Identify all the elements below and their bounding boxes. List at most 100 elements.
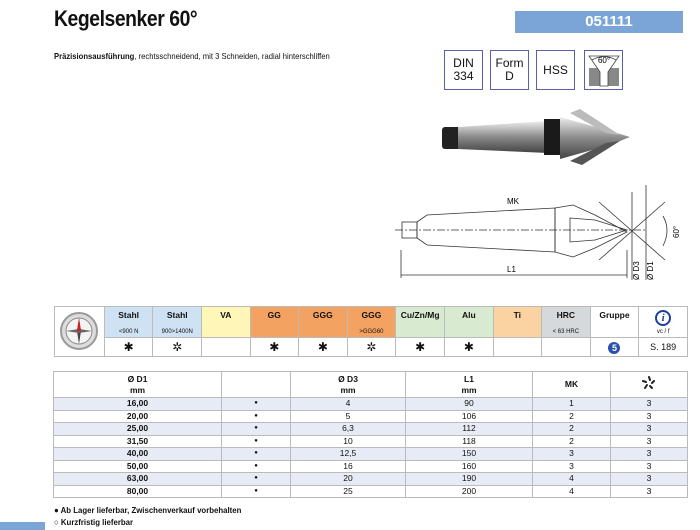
table-cell: 3 — [610, 397, 688, 411]
countersink-angle-icon: 60° — [584, 50, 623, 90]
badge-line: Form — [495, 56, 524, 70]
material-label: Gruppe — [599, 310, 630, 320]
mk-label: MK — [507, 197, 520, 206]
table-cell: 4 — [290, 397, 406, 411]
header-stock — [221, 371, 291, 398]
material-rating: ✲ — [346, 337, 397, 357]
table-cell: ● — [221, 422, 291, 436]
material-rating: ✲ — [152, 337, 203, 357]
material-label: Stahl — [166, 310, 188, 320]
material-label: HRC — [556, 310, 576, 320]
material-sub: <900 N — [118, 329, 139, 335]
table-cell: 3 — [610, 447, 688, 461]
material-header-3: GG — [249, 306, 300, 338]
table-cell: ● — [221, 459, 291, 473]
angle-label: 60° — [597, 56, 609, 65]
l1-label: L1 — [507, 265, 516, 274]
table-cell: 3 — [532, 447, 611, 461]
material-rating: S. 189 — [638, 337, 688, 357]
table-cell: 3 — [610, 422, 688, 436]
material-sub: < 63 HRC — [552, 329, 580, 335]
material-label: Ti — [513, 310, 522, 320]
material-sub: vc / f — [656, 329, 670, 335]
material-label: Alu — [462, 310, 476, 320]
table-cell: 16,00 — [53, 397, 222, 411]
table-cell: 3 — [610, 459, 688, 473]
tool-photo — [442, 109, 630, 165]
material-sub: 900>1400N — [161, 329, 193, 335]
page-marker — [0, 522, 45, 530]
article-number: 051111 — [515, 11, 683, 33]
table-cell: 3 — [610, 472, 688, 486]
material-header-7: Alu — [444, 306, 494, 338]
material-rating: ✱ — [298, 337, 348, 357]
table-cell: 6,3 — [290, 422, 406, 436]
material-label: Cu/Zn/Mg — [400, 310, 440, 320]
material-rating: ✱ — [444, 337, 494, 357]
description-bold: Präzisionsausführung — [54, 51, 135, 61]
table-cell: 10 — [290, 434, 406, 448]
info-icon[interactable]: i — [655, 310, 672, 326]
material-rating: 5 — [589, 337, 640, 357]
table-cell: ● — [221, 472, 291, 486]
badge-line: HSS — [543, 62, 568, 77]
table-cell: 106 — [405, 409, 533, 423]
table-cell: 4 — [532, 484, 611, 498]
technical-drawing: MK L1 Ø D3 Ø D1 60° — [395, 185, 681, 280]
material-header-0: Stahl <900 N — [103, 306, 154, 338]
table-cell: ● — [221, 409, 291, 423]
table-cell: ● — [221, 484, 291, 498]
table-cell: 5 — [290, 409, 406, 423]
table-cell: 80,00 — [53, 484, 222, 498]
material-rating — [492, 337, 543, 357]
table-cell: 40,00 — [53, 447, 222, 461]
d1-label: Ø D1 — [646, 261, 655, 280]
table-cell: 3 — [610, 484, 688, 498]
compass-icon — [54, 306, 105, 357]
table-cell: 190 — [405, 472, 533, 486]
table-cell: 12,5 — [290, 447, 406, 461]
material-header-10: Gruppe — [589, 306, 640, 338]
description-rest: , rechtsschneidend, mit 3 Schneiden, rad… — [134, 51, 330, 61]
material-header-1: Stahl 900>1400N — [152, 306, 203, 338]
header-mk: MK — [532, 371, 611, 398]
material-header-2: VA — [201, 306, 251, 338]
table-cell: 20 — [290, 472, 406, 486]
table-cell: 25 — [290, 484, 406, 498]
material-rating — [541, 337, 591, 357]
table-cell: 118 — [405, 434, 533, 448]
table-cell: 2 — [532, 434, 611, 448]
material-label: GGG — [361, 310, 382, 320]
d3-label: Ø D3 — [632, 261, 641, 280]
material-rating: ✱ — [249, 337, 300, 357]
table-cell: 4 — [532, 472, 611, 486]
material-header-4: GGG — [298, 306, 348, 338]
material-label: Stahl — [118, 310, 140, 320]
table-cell: 16 — [290, 459, 406, 473]
material-label: GGG — [312, 310, 333, 320]
material-rating — [201, 337, 251, 357]
table-cell: 31,50 — [53, 434, 222, 448]
table-cell: 63,00 — [53, 472, 222, 486]
material-sub: >GGG60 — [359, 329, 384, 335]
material-rating: ✱ — [395, 337, 446, 357]
material-label: VA — [220, 310, 232, 320]
table-cell: 150 — [405, 447, 533, 461]
material-label: GG — [267, 310, 281, 320]
material-header-9: HRC < 63 HRC — [541, 306, 591, 338]
table-cell: 90 — [405, 397, 533, 411]
table-cell: 2 — [532, 422, 611, 436]
table-cell: 3 — [610, 409, 688, 423]
